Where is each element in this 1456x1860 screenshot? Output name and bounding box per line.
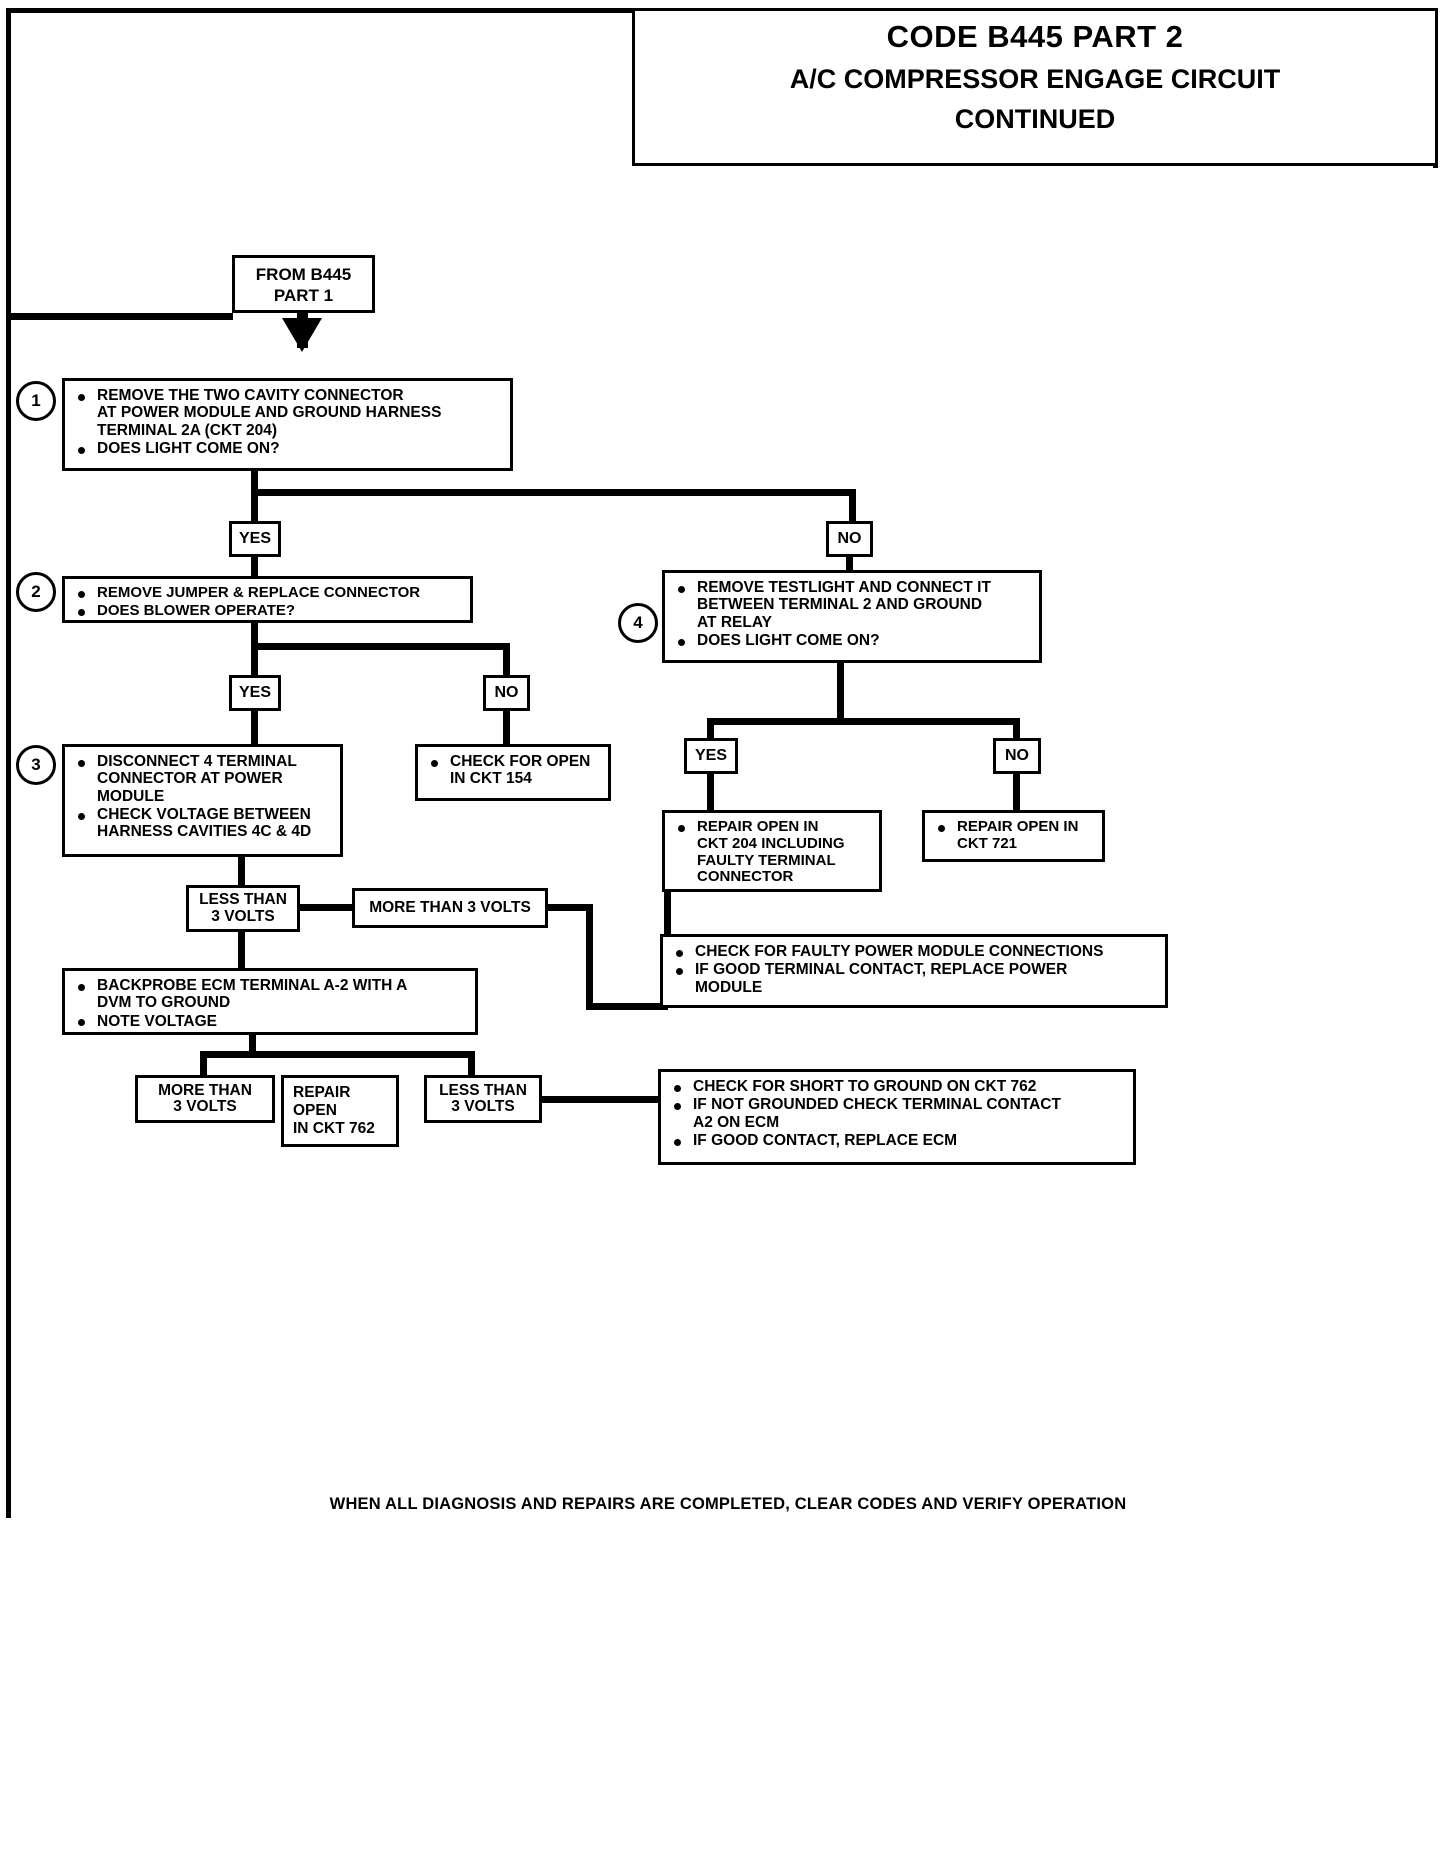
no1-to-step4	[846, 557, 853, 579]
step-3-box: DISCONNECT 4 TERMINAL CONNECTOR AT POWER…	[62, 744, 343, 857]
footer-note: WHEN ALL DIAGNOSIS AND REPAIRS ARE COMPL…	[329, 1495, 1127, 1513]
step-number-1: 1	[16, 381, 56, 421]
step-4-bullet-1: REMOVE TESTLIGHT AND CONNECT IT BETWEEN …	[671, 579, 1031, 631]
entry-feed-line	[8, 313, 233, 320]
step-4-box: REMOVE TESTLIGHT AND CONNECT IT BETWEEN …	[662, 570, 1042, 663]
power-module-bullet-1: CHECK FOR FAULTY POWER MODULE CONNECTION…	[669, 943, 1157, 960]
title-line-3: CONTINUED	[954, 104, 1116, 134]
step1-split-bus	[251, 489, 856, 496]
entry-line-2: PART 1	[273, 285, 334, 305]
repair-762-line-1: REPAIR	[293, 1084, 351, 1101]
label-no-2: NO	[483, 675, 530, 711]
page-border-left	[6, 8, 11, 1518]
backprobe-left-drop	[200, 1051, 207, 1075]
step1-yes-drop	[251, 489, 258, 521]
power-module-check-box: CHECK FOR FAULTY POWER MODULE CONNECTION…	[660, 934, 1168, 1008]
short-to-ground-box: CHECK FOR SHORT TO GROUND ON CKT 762 IF …	[658, 1069, 1136, 1165]
label-less-than-3-volts-a: LESS THAN 3 VOLTS	[186, 885, 300, 932]
entry-box-from-b445-part-1: FROM B445 PART 1	[232, 255, 375, 313]
repair-open-ckt-762-box: REPAIR OPEN IN CKT 762	[281, 1075, 399, 1147]
step4-down-stub	[837, 663, 844, 723]
step2-no-drop	[503, 643, 510, 675]
backprobe-bullet-1: BACKPROBE ECM TERMINAL A-2 WITH A DVM TO…	[71, 977, 467, 1012]
repair-762-line-3: IN CKT 762	[293, 1120, 375, 1137]
repair-open-ckt-721-box: REPAIR OPEN IN CKT 721	[922, 810, 1105, 862]
step2-down-stub	[251, 623, 258, 648]
backprobe-ecm-box: BACKPROBE ECM TERMINAL A-2 WITH A DVM TO…	[62, 968, 478, 1035]
backprobe-split-bus	[200, 1051, 475, 1058]
label-no-1: NO	[826, 521, 873, 557]
repair-open-ckt-204-box: REPAIR OPEN IN CKT 204 INCLUDING FAULTY …	[662, 810, 882, 892]
step-3-bullet-1: DISCONNECT 4 TERMINAL CONNECTOR AT POWER…	[71, 753, 332, 805]
step-2-box: REMOVE JUMPER & REPLACE CONNECTOR DOES B…	[62, 576, 473, 623]
step3-down-stub	[238, 857, 245, 885]
less3v-down-to-backprobe	[238, 930, 245, 974]
title-line-1: CODE B445 PART 2	[886, 19, 1184, 54]
yes3-to-repair204	[707, 774, 714, 810]
step4-no-drop	[1013, 718, 1020, 738]
yes1-to-step2	[251, 557, 258, 579]
step-2-bullet-1: REMOVE JUMPER & REPLACE CONNECTOR	[71, 584, 462, 602]
repair-762-line-2: OPEN	[293, 1102, 337, 1119]
check-open-154-bullet: CHECK FOR OPEN IN CKT 154	[424, 753, 600, 788]
power-module-feed-vertical	[664, 892, 671, 947]
entry-line-1: FROM B445	[255, 265, 352, 284]
more3v-down-run	[586, 904, 593, 1010]
step-4-bullet-2: DOES LIGHT COME ON?	[671, 632, 1031, 649]
less3vb-to-short-check	[540, 1096, 660, 1103]
step2-yes-drop	[251, 643, 258, 675]
backprobe-bullet-2: NOTE VOLTAGE	[71, 1013, 467, 1030]
step2-split-bus	[251, 643, 510, 650]
label-more-than-3-volts-a: MORE THAN 3 VOLTS	[352, 888, 548, 928]
step-1-box: REMOVE THE TWO CAVITY CONNECTOR AT POWER…	[62, 378, 513, 471]
repair-open-721-bullet: REPAIR OPEN IN CKT 721	[931, 818, 1094, 853]
step1-down-stub	[251, 471, 258, 493]
label-yes-3: YES	[684, 738, 738, 774]
step-1-bullet-1: REMOVE THE TWO CAVITY CONNECTOR AT POWER…	[71, 387, 502, 439]
power-module-bullet-2: IF GOOD TERMINAL CONTACT, REPLACE POWER …	[669, 961, 1157, 996]
step-2-bullet-2: DOES BLOWER OPERATE?	[71, 602, 462, 620]
backprobe-right-drop	[468, 1051, 475, 1075]
step-number-2: 2	[16, 572, 56, 612]
label-less-than-3-volts-b: LESS THAN 3 VOLTS	[424, 1075, 542, 1123]
step1-no-drop	[849, 489, 856, 521]
step4-split-bus	[707, 718, 1020, 725]
no3-to-repair721	[1013, 774, 1020, 810]
step-number-4: 4	[618, 603, 658, 643]
short-ground-bullet-2: IF NOT GROUNDED CHECK TERMINAL CONTACT A…	[667, 1096, 1125, 1131]
yes2-to-step3	[251, 711, 258, 744]
label-yes-2: YES	[229, 675, 281, 711]
backprobe-down-stub	[249, 1035, 256, 1057]
step-number-3: 3	[16, 745, 56, 785]
title-block: CODE B445 PART 2 A/C COMPRESSOR ENGAGE C…	[632, 8, 1438, 166]
short-ground-bullet-1: CHECK FOR SHORT TO GROUND ON CKT 762	[667, 1078, 1125, 1095]
label-more-than-3-volts-b: MORE THAN 3 VOLTS	[135, 1075, 275, 1123]
short-ground-bullet-3: IF GOOD CONTACT, REPLACE ECM	[667, 1132, 1125, 1149]
repair-open-204-bullet: REPAIR OPEN IN CKT 204 INCLUDING FAULTY …	[671, 818, 871, 886]
entry-arrow-head	[282, 318, 322, 352]
less3v-to-more3v-link	[300, 904, 355, 911]
step-3-bullet-2: CHECK VOLTAGE BETWEEN HARNESS CAVITIES 4…	[71, 806, 332, 841]
title-line-2: A/C COMPRESSOR ENGAGE CIRCUIT	[789, 64, 1281, 94]
step4-yes-drop	[707, 718, 714, 738]
no2-to-check154	[503, 711, 510, 744]
check-open-ckt-154-box: CHECK FOR OPEN IN CKT 154	[415, 744, 611, 801]
more3v-into-power-module	[586, 1003, 668, 1010]
label-no-3: NO	[993, 738, 1041, 774]
step-1-bullet-2: DOES LIGHT COME ON?	[71, 440, 502, 457]
label-yes-1: YES	[229, 521, 281, 557]
more3v-right-run	[545, 904, 593, 911]
